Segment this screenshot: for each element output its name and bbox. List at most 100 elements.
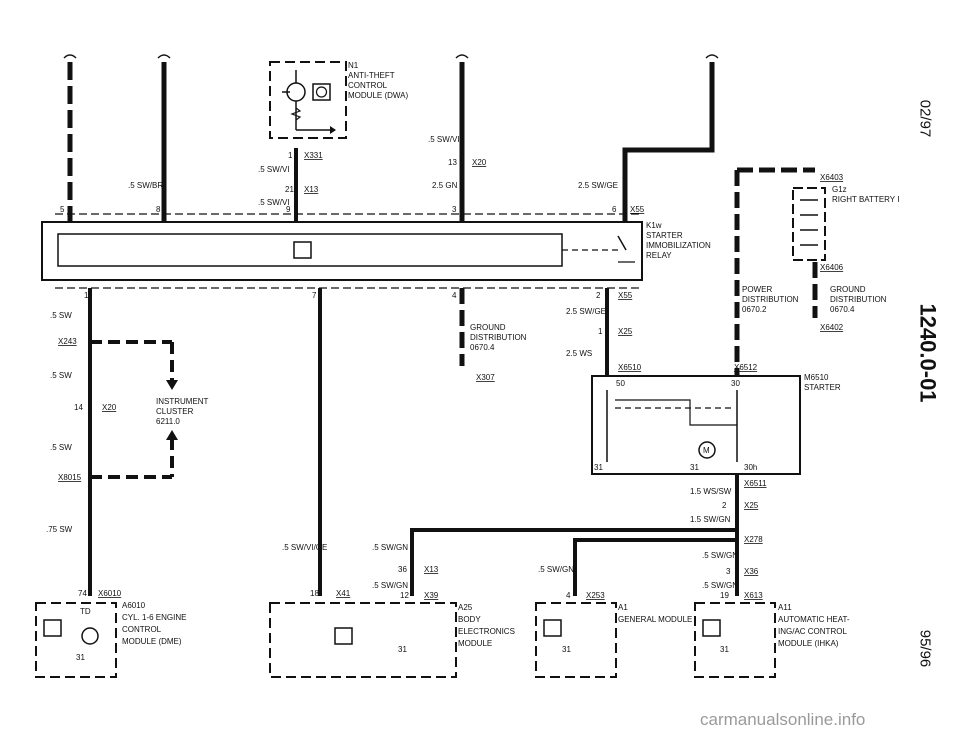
battery-name: RIGHT BATTERY I	[832, 195, 899, 204]
general-line1: GENERAL MODULE	[618, 615, 692, 624]
n1-line3: MODULE (DWA)	[348, 91, 408, 100]
n1-line2: CONTROL	[348, 81, 388, 90]
wire-25swge-a: 2.5 SW/GE	[578, 181, 618, 190]
x41-pin: 18	[310, 589, 319, 598]
wire-25gn: 2.5 GN	[432, 181, 458, 190]
cluster-line3: 6211.0	[156, 417, 180, 426]
top-wires	[67, 62, 715, 222]
power-dist-line2: DISTRIBUTION	[742, 295, 799, 304]
body-line1: BODY	[458, 615, 481, 624]
x6010-pin: 74	[78, 589, 87, 598]
gnd-mid-line3: 0670.4	[470, 343, 495, 352]
x331: X331	[304, 151, 323, 160]
wire-5sw-low: .5 SW	[50, 443, 72, 452]
x613: X613	[744, 591, 763, 600]
labels: N1 ANTI-THEFT CONTROL MODULE (DWA) 1 X33…	[46, 61, 899, 662]
wire-5swgn-b: .5 SW/GN	[372, 581, 408, 590]
x41: X41	[336, 589, 351, 598]
wire-15swgn: 1.5 SW/GN	[690, 515, 731, 524]
x25b-pin: 2	[722, 501, 727, 510]
starter-id: M6510	[804, 373, 829, 382]
cluster-conn-bot: X8015	[58, 473, 82, 482]
cluster-conn-mid: X20	[102, 403, 117, 412]
relay-pin-6: 6	[612, 205, 617, 214]
x331-pin: 1	[288, 151, 293, 160]
general-id: A1	[618, 603, 628, 612]
x6511: X6511	[744, 479, 767, 488]
general-pin31: 31	[562, 645, 571, 654]
page-code: 1240.0-01	[915, 303, 941, 403]
wire-5sw-mid: .5 SW	[50, 371, 72, 380]
starter-pin50: 50	[616, 379, 625, 388]
x39-pin: 12	[400, 591, 409, 600]
x25a: X25	[618, 327, 633, 336]
watermark: carmanualsonline.info	[700, 710, 866, 729]
gnd-mid-conn: X307	[476, 373, 495, 382]
x13a-pin: 21	[285, 185, 294, 194]
relay-pin-1: 1	[84, 291, 89, 300]
ihka-id: A11	[778, 603, 792, 612]
cluster-conn-top: X243	[58, 337, 77, 346]
x253-pin: 4	[566, 591, 571, 600]
dme-line2: CONTROL	[122, 625, 162, 634]
n1-id: N1	[348, 61, 359, 70]
starter-motor: M	[703, 446, 710, 455]
x278: X278	[744, 535, 763, 544]
relay-pin-5: 5	[60, 205, 65, 214]
lower-wires	[88, 167, 818, 596]
wire-5swvi-b: .5 SW/VI	[258, 198, 290, 207]
relay-pin-3: 3	[452, 205, 457, 214]
ihka-line1: AUTOMATIC HEAT-	[778, 615, 850, 624]
wire-5swgn-a: .5 SW/GN	[372, 543, 408, 552]
starter-pin30h: 30h	[744, 463, 757, 472]
starter-pin31a: 31	[594, 463, 603, 472]
k1w-line1: STARTER	[646, 231, 683, 240]
dme-pin-td: TD	[80, 607, 91, 616]
x13b: X13	[424, 565, 439, 574]
cluster-line1: INSTRUMENT	[156, 397, 209, 406]
k1w-line3: RELAY	[646, 251, 672, 260]
wire-end-marks	[63, 54, 719, 59]
wire-5swvi-c: .5 SW/VI	[428, 135, 460, 144]
bottom-modules	[35, 602, 776, 678]
gnd-right-line2: DISTRIBUTION	[830, 295, 887, 304]
battery-conn2: X6406	[820, 263, 844, 272]
starter-internals	[606, 390, 738, 462]
power-dist-line1: POWER	[742, 285, 772, 294]
starter-conn-right: X6512	[734, 363, 758, 372]
x20a: X20	[472, 158, 487, 167]
x13a: X13	[304, 185, 319, 194]
dme-pin31: 31	[76, 653, 85, 662]
wire-25ws: 2.5 WS	[566, 349, 592, 358]
relay-pin-7: 7	[312, 291, 317, 300]
body-pin31: 31	[398, 645, 407, 654]
body-line3: MODULE	[458, 639, 492, 648]
anti-theft-module	[269, 61, 347, 139]
wire-25swge-b: 2.5 SW/GE	[566, 307, 606, 316]
x25b: X25	[744, 501, 759, 510]
wire-75sw: .75 SW	[46, 525, 73, 534]
gnd-right-conn: X6402	[820, 323, 844, 332]
x6010: X6010	[98, 589, 122, 598]
battery-id: G1z	[832, 185, 847, 194]
dme-id: A6010	[122, 601, 146, 610]
ihka-line3: MODULE (IHKA)	[778, 639, 839, 648]
wire-15wssw: 1.5 WS/SW	[690, 487, 732, 496]
x20a-pin: 13	[448, 158, 457, 167]
x25a-pin: 1	[598, 327, 603, 336]
wire-5sw-top: .5 SW	[50, 311, 72, 320]
x55a: X55	[630, 205, 645, 214]
battery-symbol	[792, 187, 826, 261]
k1w-id: K1w	[646, 221, 662, 230]
x55b: X55	[618, 291, 633, 300]
cluster-line2: CLUSTER	[156, 407, 194, 416]
gnd-mid-line1: GROUND	[470, 323, 506, 332]
starter-conn-left: X6510	[618, 363, 642, 372]
relay-pin-9: 9	[286, 205, 291, 214]
relay-bus	[41, 213, 643, 289]
cluster-arrows	[166, 380, 178, 440]
ihka-pin31: 31	[720, 645, 729, 654]
relay-pin-2: 2	[596, 291, 601, 300]
dme-line1: CYL. 1-6 ENGINE	[122, 613, 186, 622]
k1w-line2: IMMOBILIZATION	[646, 241, 711, 250]
